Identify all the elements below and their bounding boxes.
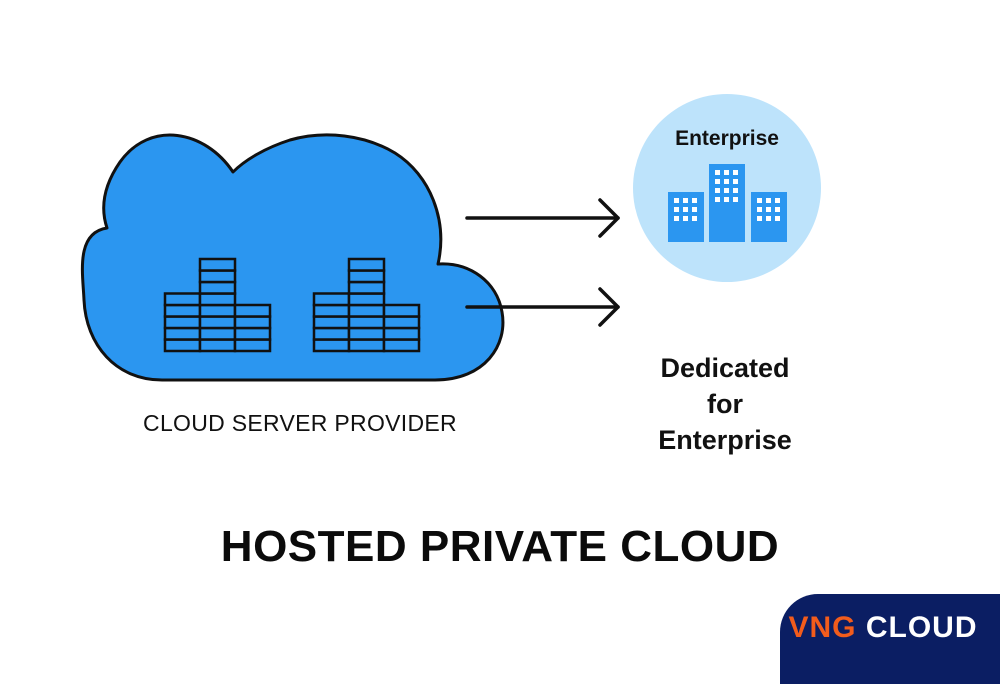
server-unit <box>312 338 351 353</box>
server-unit <box>382 315 421 330</box>
server-unit <box>312 326 351 341</box>
dedicated-line-1: Dedicated <box>660 353 790 383</box>
building-window <box>674 198 679 203</box>
server-unit <box>312 292 351 307</box>
server-unit <box>233 326 272 341</box>
building-window <box>724 197 729 202</box>
building-window <box>715 179 720 184</box>
building-window <box>733 179 738 184</box>
arrow-to-enterprise <box>465 198 620 238</box>
server-unit <box>233 303 272 318</box>
server-unit <box>163 292 202 307</box>
server-unit <box>163 326 202 341</box>
server-unit <box>347 292 386 307</box>
building-window <box>733 170 738 175</box>
server-unit <box>312 303 351 318</box>
building-window <box>683 207 688 212</box>
server-unit <box>163 315 202 330</box>
page-title: HOSTED PRIVATE CLOUD <box>220 522 780 571</box>
server-unit <box>163 338 202 353</box>
dedicated-line-3: Enterprise <box>658 425 792 455</box>
diagram-canvas <box>80 94 821 382</box>
building-window <box>766 198 771 203</box>
building-window <box>715 170 720 175</box>
building-window <box>757 207 762 212</box>
building-window <box>683 216 688 221</box>
server-rack-left-icon <box>163 257 272 353</box>
building-window <box>692 216 697 221</box>
enterprise-buildings-icon <box>668 164 787 242</box>
building-window <box>733 197 738 202</box>
building-window <box>775 207 780 212</box>
brand-name: CLOUD <box>865 611 978 644</box>
server-unit <box>198 269 237 284</box>
brand-logo: VNG CLOUD <box>788 611 978 645</box>
server-rack-right-icon <box>312 257 421 353</box>
building-window <box>724 188 729 193</box>
server-unit <box>198 292 237 307</box>
server-unit <box>347 257 386 272</box>
building-window <box>692 207 697 212</box>
building-window <box>733 188 738 193</box>
server-unit <box>347 280 386 295</box>
server-unit <box>198 315 237 330</box>
server-unit <box>382 326 421 341</box>
building-window <box>683 198 688 203</box>
building-window <box>724 170 729 175</box>
server-unit <box>382 303 421 318</box>
server-unit <box>347 326 386 341</box>
server-unit <box>347 303 386 318</box>
cloud-label: CLOUD SERVER PROVIDER <box>143 410 457 436</box>
server-unit <box>312 315 351 330</box>
server-unit <box>233 315 272 330</box>
server-unit <box>198 338 237 353</box>
enterprise-title: Enterprise <box>675 127 779 150</box>
server-unit <box>163 303 202 318</box>
building-window <box>715 188 720 193</box>
building-window <box>757 216 762 221</box>
brand-accent: VNG <box>788 611 857 644</box>
dedicated-label: Dedicated for Enterprise <box>620 350 830 458</box>
building-window <box>674 207 679 212</box>
arrow-to-dedicated <box>465 287 620 327</box>
building-window <box>766 216 771 221</box>
server-unit <box>347 269 386 284</box>
building-window <box>715 197 720 202</box>
server-unit <box>198 280 237 295</box>
server-unit <box>347 315 386 330</box>
cloud-shape <box>80 133 505 382</box>
building-window <box>766 207 771 212</box>
server-unit <box>198 326 237 341</box>
server-unit <box>198 257 237 272</box>
dedicated-line-2: for <box>707 389 743 419</box>
building-window <box>775 198 780 203</box>
building-window <box>692 198 697 203</box>
server-unit <box>198 303 237 318</box>
server-unit <box>347 338 386 353</box>
server-unit <box>382 338 421 353</box>
building-window <box>775 216 780 221</box>
building-window <box>724 179 729 184</box>
building-window <box>757 198 762 203</box>
building-window <box>674 216 679 221</box>
server-unit <box>233 338 272 353</box>
